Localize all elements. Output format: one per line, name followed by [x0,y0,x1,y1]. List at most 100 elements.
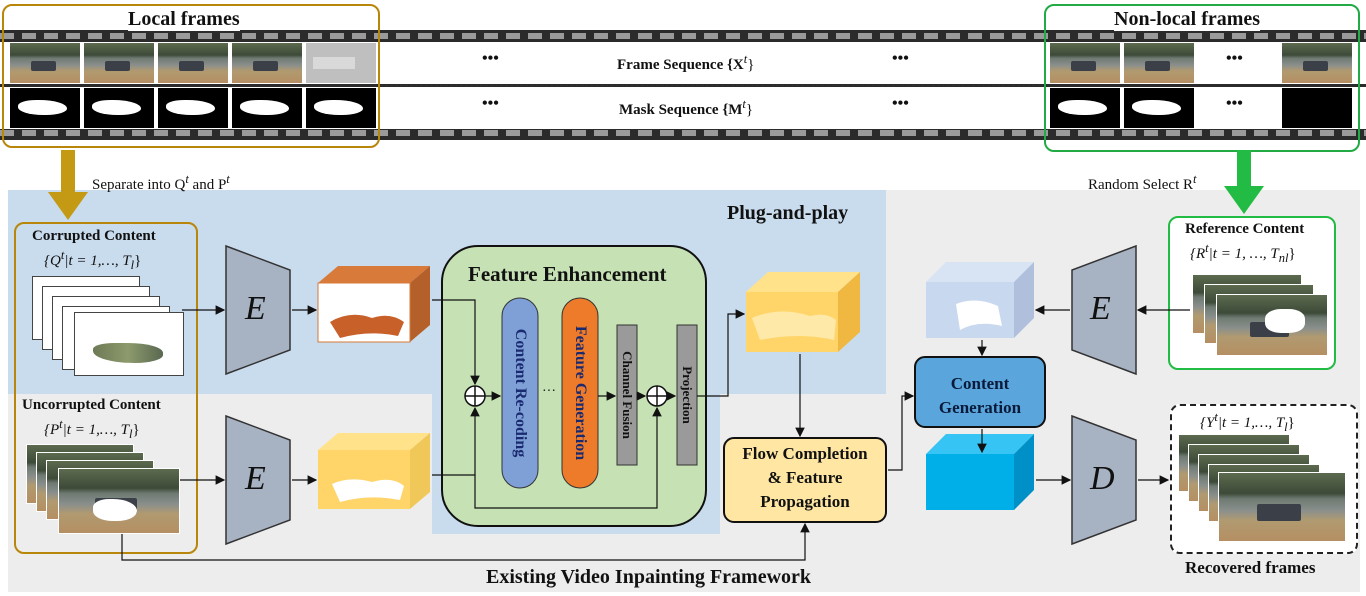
mask-sequence-label: Mask Sequence {Mt} [619,97,754,118]
recovered-stack-front [1218,472,1346,542]
encoder-top-label: E [245,290,266,327]
frame-sequence-sup: t [743,52,748,66]
recovered-set-rest: |t = 1,…, T [1217,415,1285,431]
uncorrupted-stack-front [58,468,180,534]
corrupted-stack-front [74,312,184,376]
local-mask-5 [306,88,376,128]
reference-set-sup: t [1205,241,1209,255]
ellipsis-nonlocal-top: ••• [1226,50,1243,67]
sequence-divider [380,85,1040,86]
local-frame-1 [10,43,80,83]
nonlocal-frame-2 [1124,43,1194,83]
nonlocal-mask-1 [1050,88,1120,128]
encoder-right-label: E [1090,290,1111,327]
uncorrupted-content-set: {Pt|t = 1,…, Tl} [44,417,140,441]
mask-sequence-sup: t [742,97,746,111]
ellipsis-right-top: ••• [892,50,909,67]
uncorrupted-hole [93,499,137,521]
local-frame-5 [306,43,376,83]
nonlocal-down-arrow [1224,150,1264,214]
uncorrupted-set-sub: l [129,427,133,441]
content-generation-line2: Generation [938,398,1022,417]
ellipsis-left-top: ••• [482,50,499,67]
light-blue-cube-side [1014,262,1034,338]
reference-set-sub: nl [1278,251,1289,265]
nonlocal-frame-3 [1282,43,1352,83]
local-frames-box [2,4,380,148]
local-frame-3 [158,43,228,83]
flow-completion-box [723,437,887,523]
feature-dots: ··· [542,384,556,399]
local-frame-4 [232,43,302,83]
nonlocal-frames-title: Non-local frames [1114,8,1261,31]
yellow-cube-low-side [410,433,430,509]
plug-and-play-title: Plug-and-play [727,202,849,224]
film-perforations-bottom [0,130,1366,136]
projection-label: Projection [680,366,695,424]
content-generation-line1: Content [950,374,1010,393]
yellow-cube-low-top [318,433,430,450]
orange-cube-pattern [330,314,404,338]
uncorrupted-set-sup: t [59,417,63,431]
local-frames-title: Local frames [128,8,240,31]
random-select-text: Random Select R [1088,177,1193,193]
random-select-annotation: Random Select Rt [1088,172,1196,194]
uncorrupted-set-head: {P [44,422,60,438]
corrupted-patch [93,343,163,363]
encoder-bottom-label: E [245,460,266,497]
corrupted-set-sup: t [60,248,65,262]
nonlocal-mask-3 [1282,88,1352,128]
separate-sup-q: t [185,172,189,186]
corrupted-content-set: {Qt|t = 1,…, Tl} [44,248,142,272]
reference-content-title: Reference Content [1185,221,1305,237]
orange-cube-top [318,266,430,283]
local-mask-1 [10,88,80,128]
content-generation-box [914,356,1046,428]
local-mask-3 [158,88,228,128]
feature-generation-label: Feature Generation [572,325,589,461]
existing-framework-title: Existing Video Inpainting Framework [486,566,812,588]
frame-sequence-text: Frame Sequence {X [617,57,744,73]
reference-hole [1265,309,1305,333]
yellow-cube-side [838,272,860,352]
local-down-arrow [48,150,88,220]
nonlocal-frame-1 [1050,43,1120,83]
nonlocal-frames-box [1044,4,1360,152]
uncorrupted-content-title: Uncorrupted Content [22,397,161,413]
recovered-set: {Yt|t = 1,…, Tl} [1200,410,1295,434]
flow-completion-line2: & Feature [767,468,843,487]
corrupted-content-title: Corrupted Content [32,228,156,244]
separate-sup-p: t [226,172,230,186]
flow-completion-line1: Flow Completion [742,444,868,463]
recovered-set-head: {Y [1200,415,1215,431]
cyan-cube-front [926,454,1014,510]
uncorrupted-set-rest: |t = 1,…, T [62,422,129,438]
feature-generation-bar [561,297,599,489]
ellipsis-left-bottom: ••• [482,95,499,112]
feature-enhancement-title: Feature Enhancement [468,262,667,286]
reference-set-head: {R [1190,246,1206,262]
light-blue-cube-hole [956,300,1002,330]
encoder-top-shape [225,244,291,376]
cyan-cube-side [1014,434,1034,510]
orange-cube-side [410,266,430,342]
content-recoding-label: Content Re-coding [512,328,529,458]
ellipsis-right-bottom: ••• [892,95,909,112]
corrupted-set-head: {Q [44,253,61,269]
yellow-cube-low-hole [332,479,404,502]
recovered-set-sup: t [1214,410,1218,424]
light-blue-cube-top [926,262,1034,282]
decoder-shape [1071,414,1137,546]
yellow-cube-pattern [752,311,836,340]
encoder-right-shape [1071,244,1137,376]
local-mask-4 [232,88,302,128]
local-content-box [14,222,198,554]
yellow-cube-low-front [318,450,410,509]
nonlocal-mask-2 [1124,88,1194,128]
projection-bar [676,324,698,466]
yellow-cube-top [746,272,860,292]
local-frame-2 [84,43,154,83]
corrupted-set-rest: |t = 1,…, T [64,253,131,269]
mask-sequence-text: Mask Sequence {M [619,102,743,118]
encoder-bottom-shape [225,414,291,546]
